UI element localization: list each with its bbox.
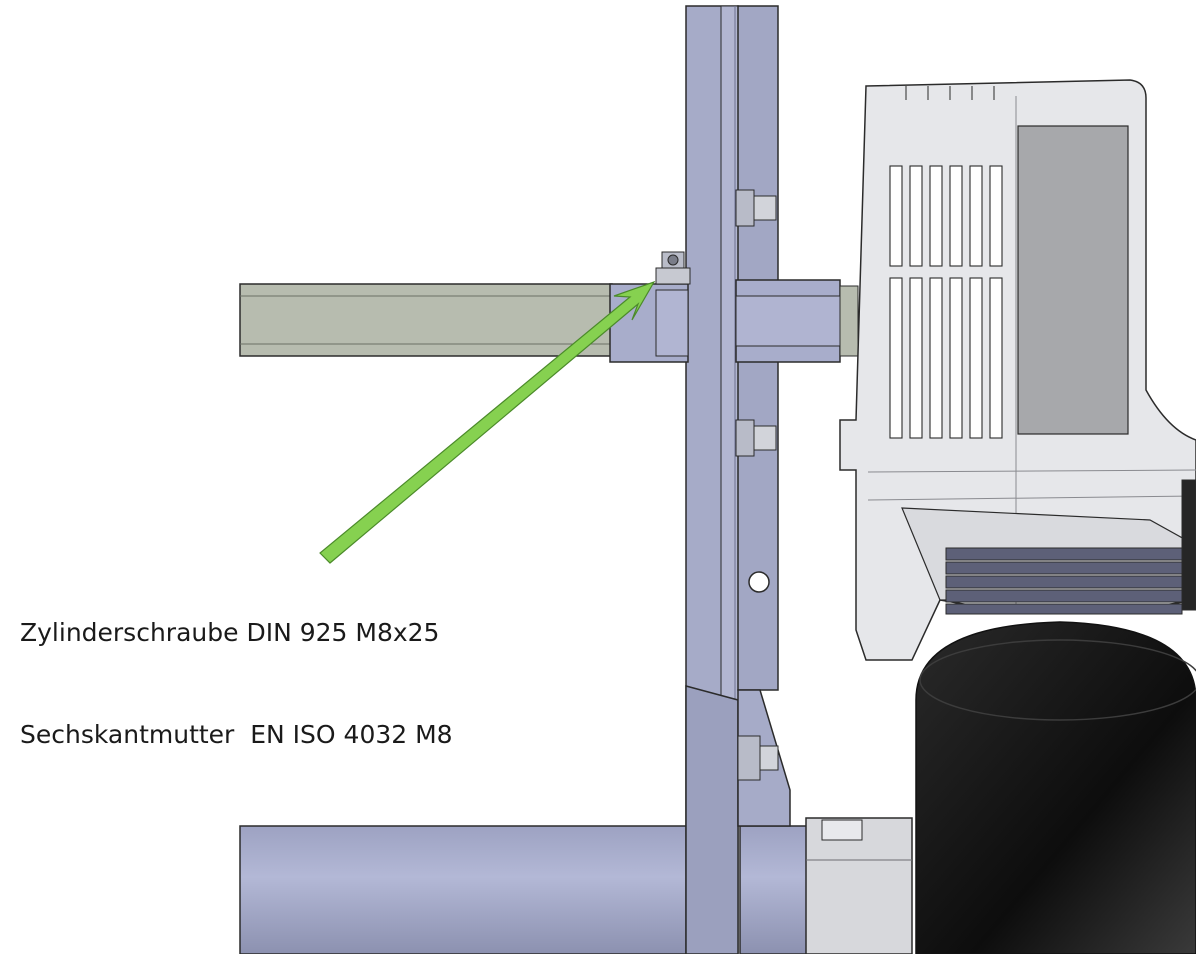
hex-bolt-icon: [735, 189, 779, 781]
callout-line-screw: Zylinderschraube DIN 925 M8x25: [20, 618, 440, 647]
motor-coupling: [805, 817, 913, 954]
lower-pipe: [239, 825, 816, 954]
mounting-hole-icon: [748, 571, 770, 593]
callout-arrow-icon: [319, 280, 656, 564]
upper-crossbar: [239, 283, 613, 357]
clamp-block-right: [735, 279, 859, 363]
callout-label: Zylinderschraube DIN 925 M8x25 Sechskant…: [20, 548, 453, 820]
hex-screw-icon: [655, 251, 691, 285]
callout-line-nut: Sechskantmutter EN ISO 4032 M8: [20, 720, 453, 749]
vertical-frame-post: [685, 5, 791, 954]
drive-wheel: [915, 621, 1196, 954]
motor-housing: [839, 79, 1196, 661]
